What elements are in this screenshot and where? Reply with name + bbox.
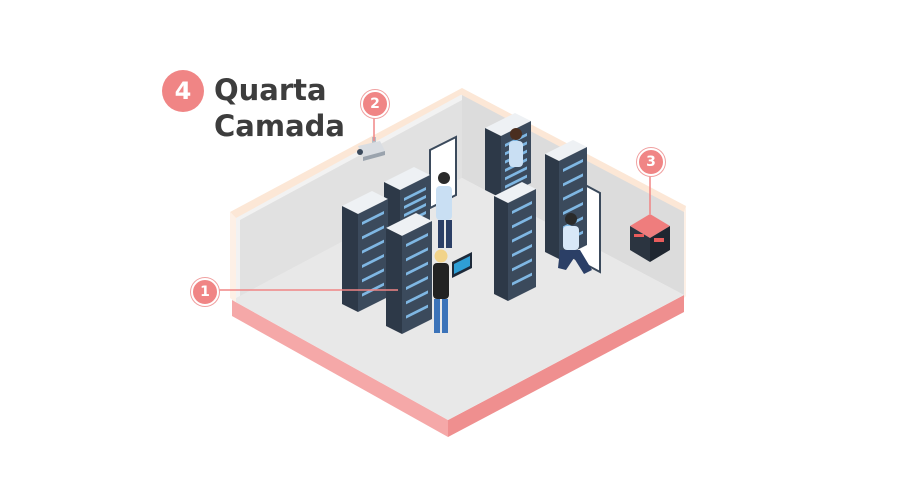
server-rack-4-slot-6 bbox=[505, 174, 527, 189]
server-rack-5-slot-3 bbox=[563, 187, 583, 201]
server-rack-2-slot-5 bbox=[362, 268, 384, 283]
server-rack-4-top bbox=[485, 113, 531, 136]
server-rack-3-slot-1 bbox=[406, 233, 428, 247]
floor-slab-left-face bbox=[232, 300, 448, 437]
wall-rim-left-end bbox=[230, 212, 236, 302]
server-rack-6-slot-6 bbox=[512, 272, 532, 286]
server-rack-1-slot-3 bbox=[404, 203, 426, 217]
technician-back bbox=[509, 128, 523, 167]
server-rack-2-top bbox=[342, 191, 388, 214]
server-rack-4-slot-5 bbox=[505, 166, 527, 181]
server-rack-4-left bbox=[485, 128, 501, 198]
technician-kneeling bbox=[558, 213, 592, 274]
technician-laptop bbox=[433, 249, 472, 333]
server-rack-3-slot-5 bbox=[406, 290, 428, 305]
server-rack-3-slot-2 bbox=[406, 247, 428, 262]
back-left-wall-shade bbox=[240, 100, 462, 296]
layer-number-badge: 4 bbox=[162, 70, 204, 112]
server-rack-6-slot-1 bbox=[512, 201, 532, 214]
server-rack-3-slot-4 bbox=[406, 276, 428, 290]
server-rack-2-left bbox=[342, 206, 358, 312]
server-rack-2-slot-3 bbox=[362, 239, 384, 254]
floor-slab-right-face bbox=[448, 295, 684, 437]
server-rack-3-slot-3 bbox=[406, 261, 428, 276]
server-rack-3-top bbox=[386, 213, 432, 236]
technician-standing bbox=[436, 172, 452, 248]
server-rack-6-slot-2 bbox=[512, 215, 532, 229]
server-rack-2-slot-2 bbox=[362, 225, 384, 240]
layer-title-line2: Camada bbox=[214, 109, 345, 143]
server-rack-1-top bbox=[384, 167, 430, 190]
server-rack-6-top bbox=[494, 182, 536, 203]
security-camera bbox=[357, 137, 385, 161]
server-rack-5-slot-4 bbox=[563, 202, 583, 215]
server-rack-3-left bbox=[386, 228, 402, 334]
server-rack-3-slot-6 bbox=[406, 304, 428, 319]
server-rack-1-slot-1 bbox=[404, 187, 426, 201]
layer-title: Quarta Camada bbox=[214, 72, 345, 144]
server-racks bbox=[342, 113, 587, 334]
server-rack-6-slot-4 bbox=[512, 244, 532, 257]
server-rack-2-slot-4 bbox=[362, 254, 384, 268]
callout-marker-3[interactable]: 3 bbox=[637, 148, 665, 176]
server-rack-6-slot-3 bbox=[512, 229, 532, 243]
wall-rim-right-end bbox=[684, 206, 686, 298]
server-rack-5-top bbox=[545, 140, 587, 161]
server-rack-6-left bbox=[494, 196, 508, 301]
server-rack-5-slot-1 bbox=[563, 159, 583, 172]
server-rack-6-slot-5 bbox=[512, 258, 532, 272]
people bbox=[433, 128, 592, 333]
callout-marker-1[interactable]: 1 bbox=[191, 278, 219, 306]
layer-heading: 4 Quarta Camada bbox=[162, 70, 345, 144]
callout-marker-2[interactable]: 2 bbox=[361, 90, 389, 118]
server-rack-5-slot-2 bbox=[563, 173, 583, 187]
layer-title-line1: Quarta bbox=[214, 73, 327, 107]
wall-rim-left bbox=[230, 88, 466, 218]
wall-cabinet bbox=[630, 214, 670, 262]
server-rack-5-left bbox=[545, 154, 559, 259]
server-rack-1-slot-2 bbox=[404, 195, 426, 209]
server-rack-2-slot-1 bbox=[362, 211, 384, 225]
